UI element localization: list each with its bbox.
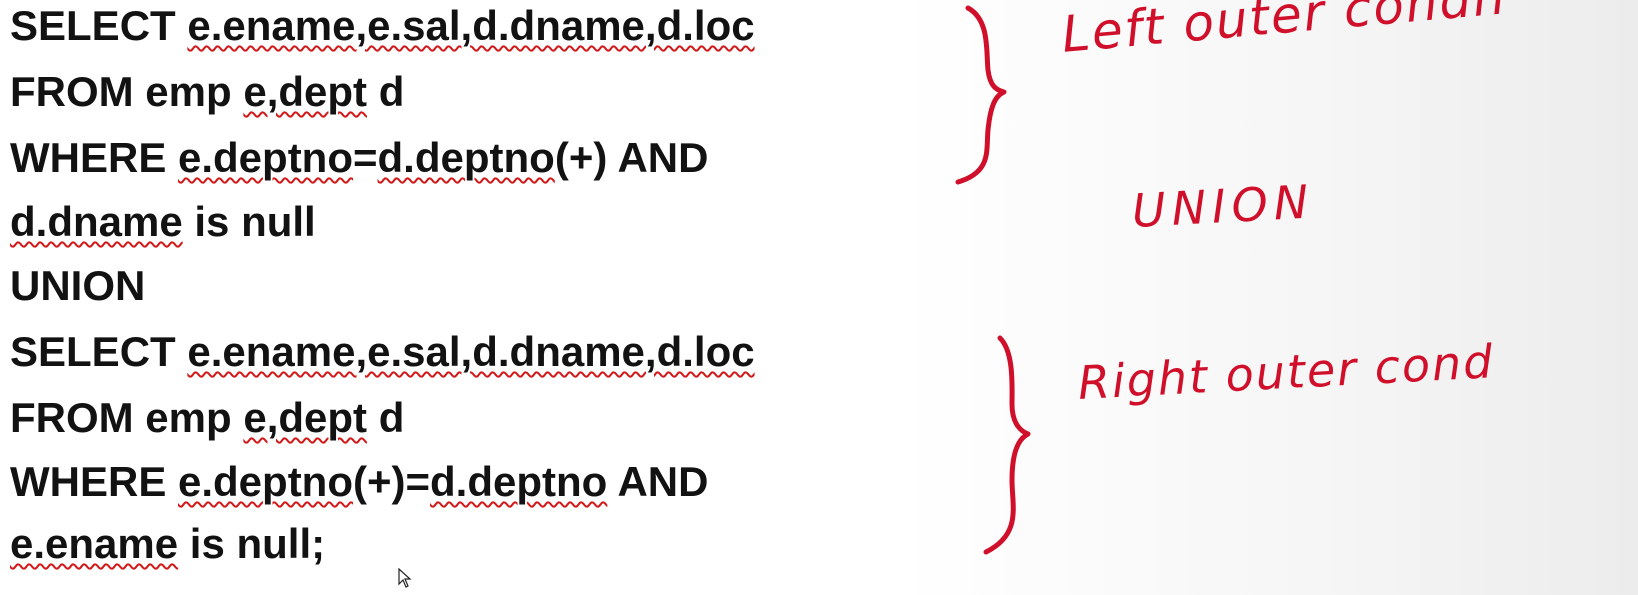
code-token: SELECT bbox=[10, 328, 188, 375]
code-token: AND bbox=[607, 458, 709, 505]
left-curly-brace bbox=[955, 5, 1007, 185]
misspelled-token: e.ename,e.sal,d.dname,d.loc bbox=[187, 328, 755, 375]
code-token: WHERE bbox=[10, 134, 178, 181]
misspelled-token: d.deptno bbox=[377, 134, 555, 181]
misspelled-token: e.deptno bbox=[178, 134, 353, 181]
code-token: is null; bbox=[178, 520, 326, 567]
misspelled-token: e.ename bbox=[10, 520, 179, 567]
code-line: FROM emp e,dept d bbox=[10, 394, 404, 442]
mouse-pointer-icon bbox=[398, 568, 412, 588]
misspelled-token: e.deptno bbox=[178, 458, 353, 505]
code-token: FROM emp bbox=[10, 68, 244, 115]
code-line: e.ename is null; bbox=[10, 520, 325, 568]
code-token: (+) AND bbox=[554, 134, 709, 181]
code-line: FROM emp e,dept d bbox=[10, 68, 404, 116]
code-line: SELECT e.ename,e.sal,d.dname,d.loc bbox=[10, 2, 755, 50]
misspelled-token: d.dname bbox=[10, 198, 183, 245]
right-curly-brace bbox=[983, 335, 1031, 555]
code-token: FROM emp bbox=[10, 394, 244, 441]
code-token: UNION bbox=[10, 262, 146, 309]
code-token: WHERE bbox=[10, 458, 178, 505]
misspelled-token: e,dept bbox=[243, 68, 368, 115]
code-line: SELECT e.ename,e.sal,d.dname,d.loc bbox=[10, 328, 755, 376]
code-token: (+)= bbox=[353, 458, 431, 505]
code-line: WHERE e.deptno(+)=d.deptno AND bbox=[10, 458, 708, 506]
code-token: SELECT bbox=[10, 2, 188, 49]
handwritten-note-union: UNION bbox=[1130, 174, 1316, 238]
misspelled-token: d.deptno bbox=[430, 458, 608, 505]
misspelled-token: e,dept bbox=[243, 394, 368, 441]
code-line: WHERE e.deptno=d.deptno(+) AND bbox=[10, 134, 708, 182]
code-token: is null bbox=[182, 198, 316, 245]
code-line: d.dname is null bbox=[10, 198, 316, 246]
code-token: = bbox=[353, 134, 378, 181]
code-line: UNION bbox=[10, 262, 145, 310]
code-token: d bbox=[367, 68, 405, 115]
code-token: d bbox=[367, 394, 405, 441]
misspelled-token: e.ename,e.sal,d.dname,d.loc bbox=[187, 2, 755, 49]
